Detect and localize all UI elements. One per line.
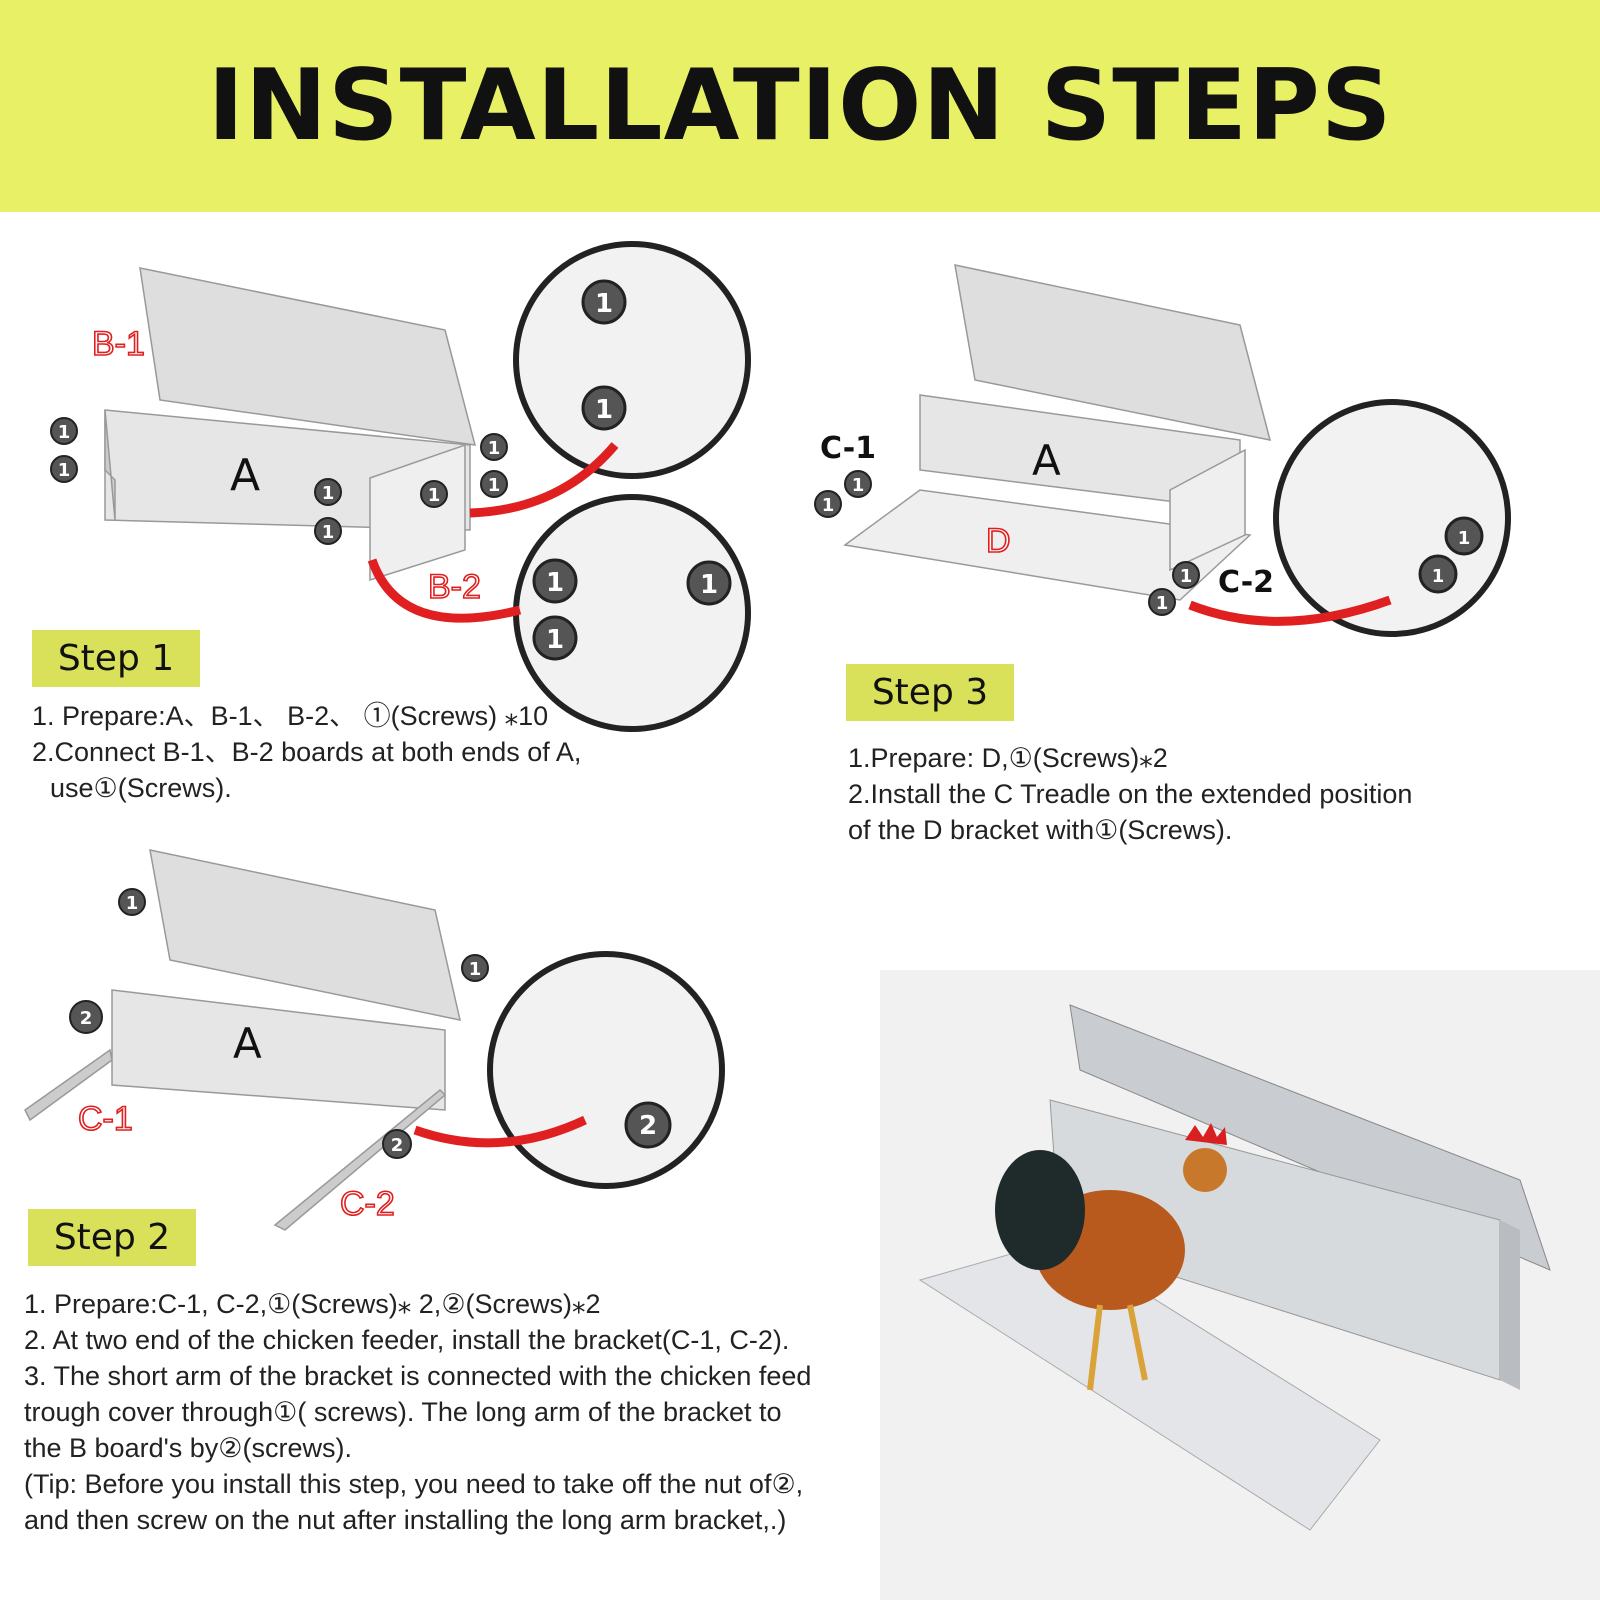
- part-c2-label: C-2: [1218, 565, 1274, 600]
- svg-text:1: 1: [126, 893, 139, 914]
- step1-diagram: A B-1 B-2 1 1 1 1 1 1 1 1 1 1 1 1: [50, 241, 751, 732]
- svg-text:1: 1: [488, 438, 501, 459]
- part-c2-label: C-2: [340, 1185, 395, 1223]
- step1-label: Step 1: [32, 630, 200, 687]
- svg-text:1: 1: [595, 395, 613, 425]
- svg-text:1: 1: [322, 483, 335, 504]
- step2-instructions: 1. Prepare:C-1, C-2,①(Screws)⁎ 2,②(Screw…: [24, 1289, 812, 1535]
- svg-text:1: 1: [58, 460, 71, 481]
- svg-text:1: 1: [546, 625, 564, 655]
- header-banner: INSTALLATION STEPS: [0, 0, 1600, 212]
- step3-label: Step 3: [846, 664, 1014, 721]
- arrow-icon: [413, 1115, 587, 1148]
- svg-text:1: 1: [1156, 593, 1169, 614]
- svg-text:1: 1: [428, 485, 441, 506]
- svg-text:1: 1: [822, 495, 835, 516]
- arrow-icon: [469, 442, 619, 518]
- svg-text:2: 2: [639, 1111, 657, 1141]
- svg-text:2: 2: [391, 1135, 404, 1156]
- svg-text:2: 2: [80, 1008, 93, 1029]
- svg-text:1: 1: [1180, 566, 1193, 587]
- part-d-label: D: [986, 522, 1011, 560]
- part-c1-label: C-1: [820, 431, 876, 466]
- part-a-label: A: [233, 1019, 262, 1068]
- screw-markers: 1 1 2 2 2: [69, 888, 672, 1159]
- step1-instructions: 1. Prepare:A、B-1、 B-2、 ①(Screws) ⁎10 2.C…: [32, 701, 582, 803]
- step2-label: Step 2: [28, 1209, 196, 1266]
- svg-text:1: 1: [546, 568, 564, 598]
- svg-text:1: 1: [469, 959, 482, 980]
- step3-diagram: A D C-1 C-2 1 1 1 1 1 1: [814, 264, 1511, 637]
- screw-markers: 1 1 1 1 1 1 1: [50, 417, 508, 545]
- step3-instructions: 1.Prepare: D,①(Screws)⁎2 2.Install the C…: [848, 743, 1413, 845]
- feeder-with-rooster-image: [918, 1004, 1551, 1531]
- svg-text:1: 1: [322, 522, 335, 543]
- arrow-icon: [1188, 595, 1392, 626]
- product-photo: [880, 970, 1600, 1600]
- svg-text:1: 1: [595, 289, 613, 319]
- part-a-label: A: [1032, 436, 1061, 485]
- zoom-screw-markers: 1 1 1 1 1: [532, 279, 732, 661]
- page-title: INSTALLATION STEPS: [207, 49, 1393, 163]
- svg-text:1: 1: [1432, 566, 1445, 587]
- part-a-label: A: [230, 450, 260, 501]
- svg-text:1: 1: [58, 422, 71, 443]
- step2-diagram: A C-1 C-2 1 1 2 2 2: [24, 849, 725, 1231]
- svg-text:1: 1: [852, 475, 865, 496]
- svg-text:1: 1: [1458, 528, 1471, 549]
- part-b1-label: B-1: [92, 325, 145, 363]
- part-b2-label: B-2: [428, 568, 481, 606]
- svg-text:1: 1: [700, 570, 718, 600]
- svg-text:1: 1: [488, 475, 501, 496]
- screw-markers: 1 1 1 1 1 1: [814, 470, 1484, 616]
- part-c1-label: C-1: [78, 1100, 133, 1138]
